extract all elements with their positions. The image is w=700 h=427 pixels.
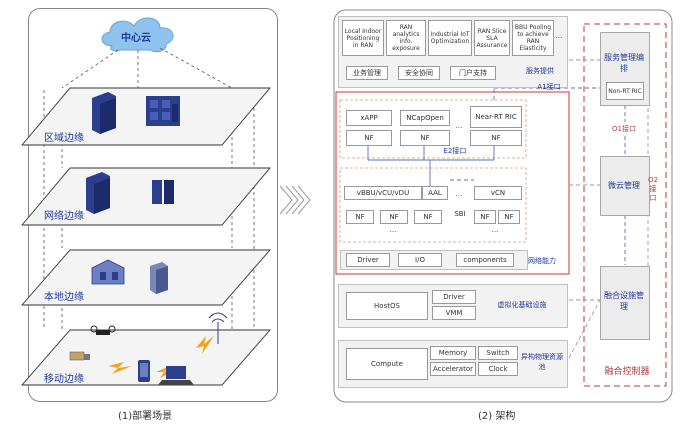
io-box: I/O	[398, 253, 442, 267]
network-capability-label: 网络能力	[528, 257, 556, 265]
clock-box: Clock	[478, 362, 518, 376]
datacenter-cluster-icon	[146, 96, 180, 126]
central-cloud-icon	[101, 17, 174, 53]
vcn-box: vCN	[474, 186, 522, 200]
truck-icon	[69, 351, 90, 361]
accelerator-box: Accelerator	[430, 362, 476, 376]
network-edge-plane	[21, 167, 271, 226]
compute-box: Compute	[346, 348, 428, 380]
deployment-caption: (1)部署场景	[118, 411, 173, 422]
xapp-nf-box: NF	[346, 130, 392, 146]
server-rack-pair-icon	[152, 180, 174, 204]
near-rt-ric-nf-box: NF	[470, 130, 522, 146]
architecture-caption: (2) 架构	[478, 411, 516, 422]
service-item: RAN analytics info. exposure	[386, 20, 426, 56]
antenna-tower-icon	[208, 312, 228, 344]
service-item: Local Indoor Positioning in RAN	[342, 20, 384, 56]
local-edge-plane	[21, 249, 271, 306]
o2-interface-label: O2接口	[648, 176, 658, 202]
switch-box: Switch	[478, 346, 518, 360]
service-more-dots: ...	[555, 32, 563, 40]
hostos-box: HostOS	[346, 292, 428, 320]
architecture-panel	[333, 9, 673, 403]
central-cloud-label: 中心云	[121, 33, 151, 44]
service-provision-label: 服务提供	[526, 67, 554, 75]
portal-support-button: 门户支持	[450, 66, 496, 80]
converged-controller-label: 融合控制器	[604, 367, 650, 377]
xapp-box: xAPP	[346, 110, 392, 126]
non-rt-ric-box: Non-RT RIC	[606, 82, 644, 100]
local-edge-label: 本地边缘	[44, 292, 84, 303]
vcn-dots: ...	[491, 226, 499, 234]
sbi-label: SBI	[454, 210, 466, 218]
chevron-arrow-icon	[279, 185, 311, 215]
vbbu-nf-box: NF	[414, 210, 442, 224]
server-tower-icon	[86, 172, 110, 214]
mobile-edge-label: 移动边缘	[44, 374, 84, 385]
ncapopen-nf-box: NF	[400, 130, 450, 146]
vbbu-nf-box: NF	[380, 210, 408, 224]
near-rt-ric-box: Near-RT RIC	[470, 106, 522, 128]
server-rack-icon	[92, 92, 116, 134]
service-management-button: 业务管理	[346, 66, 388, 80]
virt-driver-box: Driver	[432, 290, 476, 304]
converged-controller-frame	[583, 23, 667, 387]
micro-cloud-mgmt-label: 微云管理	[608, 181, 640, 190]
memory-box: Memory	[430, 346, 476, 360]
driver-box: Driver	[346, 253, 390, 267]
local-server-icon	[150, 262, 168, 294]
infra-mgmt-label: 融合设施管理	[604, 291, 644, 311]
o1-interface-label: O1接口	[612, 125, 636, 133]
service-item: RAN Slice SLA Assurance	[474, 20, 510, 56]
regional-edge-label: 区域边缘	[44, 133, 84, 144]
micro-cloud-mgmt-box	[600, 156, 650, 216]
network-edge-label: 网络边缘	[44, 211, 84, 222]
vbbu-dots: ...	[389, 226, 397, 234]
middle-dots: ...	[455, 190, 463, 198]
laptop-icon	[158, 366, 194, 385]
vbbu-box: vBBU/vCU/vDU	[344, 186, 422, 200]
aal-box: AAL	[422, 186, 448, 200]
mobile-phone-icon	[138, 360, 150, 382]
a1-interface-label: A1接口	[537, 83, 561, 91]
building-icon	[91, 259, 125, 285]
physical-resource-label: 异构物理资源池	[521, 353, 563, 371]
e2-interface-label: E2接口	[443, 147, 467, 155]
security-collaboration-button: 安全协同	[398, 66, 440, 80]
service-mgmt-orchestration-label: 服务管理编排	[604, 53, 644, 73]
vcn-nf-box: NF	[498, 210, 520, 224]
infra-mgmt-box	[600, 266, 650, 340]
vbbu-nf-box: NF	[346, 210, 374, 224]
vcn-nf-box: NF	[474, 210, 496, 224]
vmm-box: VMM	[432, 306, 476, 320]
service-item: Industrial IoT Optimization	[428, 20, 472, 56]
network-capability-frame	[335, 91, 570, 275]
components-box: components	[456, 253, 514, 267]
service-item: BBU Pooling to achieve RAN Elasticity	[512, 20, 554, 56]
drone-icon	[90, 325, 116, 335]
network-dots: ...	[455, 122, 463, 130]
virtualization-label: 虚拟化基础设施	[497, 301, 547, 309]
ncapopen-box: NCapOpen	[400, 110, 450, 126]
